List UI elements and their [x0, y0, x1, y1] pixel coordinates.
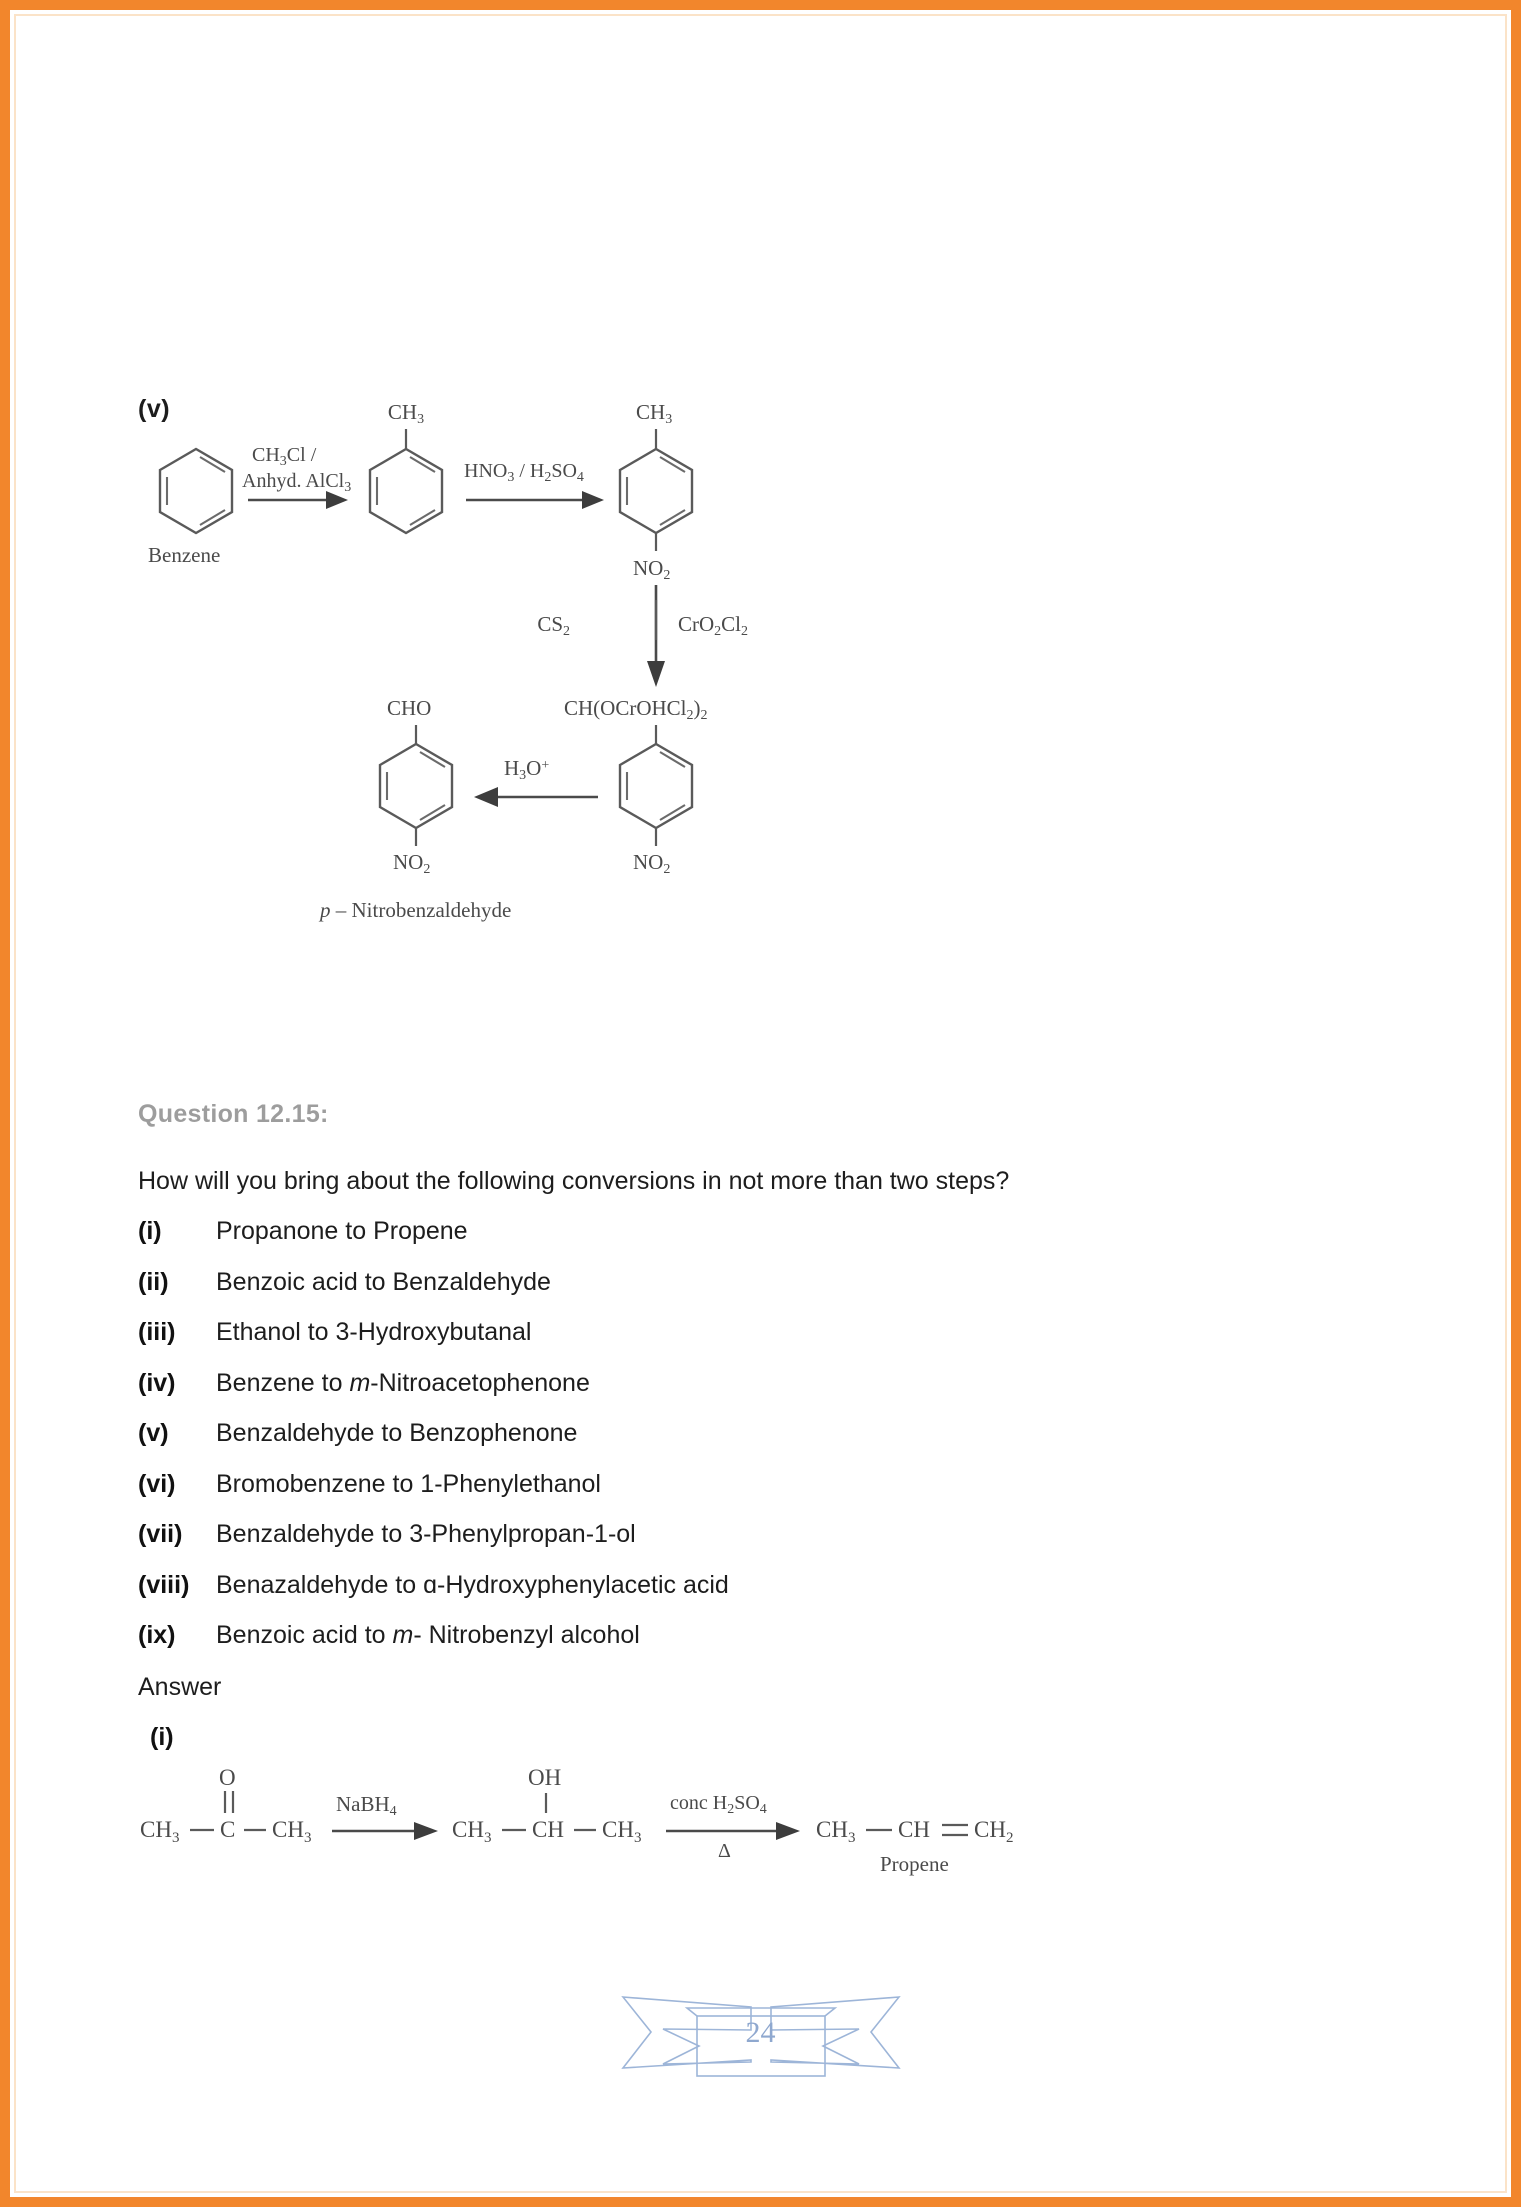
- list-item-text: Benazaldehyde to ɑ-Hydroxyphenylacetic a…: [216, 1570, 729, 1599]
- list-item-text: Benzaldehyde to Benzophenone: [216, 1419, 578, 1447]
- ribbon-shape: [620, 1996, 901, 2077]
- propanone-oxygen: O: [219, 1765, 236, 1790]
- list-item-number: (vii): [138, 1520, 183, 1548]
- toluene-ring: [368, 429, 444, 535]
- p-nitrobenzaldehyde-ring: [378, 725, 454, 846]
- benzene-label: Benzene: [148, 543, 220, 567]
- conversions-list: (i) Propanone to Propene (ii) Benzoic ac…: [138, 1217, 1138, 1672]
- step1-reagent-line2: Anhyd. AlCl3: [242, 470, 351, 495]
- intermediate-top-label: CH(OCrOHCl2)2: [564, 696, 708, 723]
- answer-heading: Answer: [138, 1673, 222, 1701]
- reagent-nabh4: NaBH4: [336, 1792, 397, 1819]
- answer-arrow-2: [666, 1822, 800, 1840]
- list-item-text: Bromobenzene to 1-Phenylethanol: [216, 1469, 601, 1498]
- list-item: (iii) Ethanol to 3-Hydroxybutanal: [138, 1318, 1138, 1369]
- list-item-number: (vi): [138, 1469, 176, 1498]
- reagent-conc-h2so4: conc H2SO4: [670, 1792, 767, 1817]
- ring5-nitro-label: NO2: [393, 850, 430, 877]
- list-item-number: (i): [138, 1217, 162, 1245]
- answer-sub-label: (i): [150, 1723, 174, 1751]
- list-item-text: Benzaldehyde to 3-Phenylpropan-1-ol: [216, 1520, 636, 1548]
- step3-reagent-left: CS2: [537, 612, 570, 639]
- list-item: (ix) Benzoic acid to m- Nitrobenzyl alco…: [138, 1621, 1138, 1672]
- list-item: (iv) Benzene to m-Nitroacetophenone: [138, 1369, 1138, 1420]
- list-item-text: Benzoic acid to m- Nitrobenzyl alcohol: [216, 1621, 640, 1649]
- propene-ch: CH: [898, 1817, 930, 1842]
- isopropanol-central-carbon: CH: [532, 1817, 564, 1842]
- arrow-step-4: [474, 787, 598, 807]
- final-product-caption: p – Nitrobenzaldehyde: [318, 898, 511, 922]
- page-content: (v) Benzene CH3: [10, 10, 1511, 2197]
- propene-ch2: CH2: [974, 1817, 1013, 1846]
- ring4-nitro-label: NO2: [633, 850, 670, 877]
- step1-reagent-line1: CH3Cl /: [252, 444, 317, 469]
- arrow-step-1: [248, 491, 348, 509]
- page-footer: 24: [10, 1972, 1511, 2092]
- question-heading: Question 12.15:: [138, 1100, 329, 1128]
- list-item: (vii) Benzaldehyde to 3-Phenylpropan-1-o…: [138, 1520, 1138, 1571]
- isopropanol-left-methyl: CH3: [452, 1817, 491, 1846]
- question-intro: How will you bring about the following c…: [138, 1167, 1010, 1195]
- benzene-ring-1: [158, 447, 234, 535]
- aldehyde-label: CHO: [387, 696, 431, 720]
- propene-label: Propene: [880, 1852, 949, 1876]
- list-item-text: Ethanol to 3-Hydroxybutanal: [216, 1318, 532, 1346]
- page-number: 24: [745, 2016, 776, 2049]
- p-nitrotoluene-ring: [618, 429, 694, 551]
- list-item-text: Propanone to Propene: [216, 1217, 468, 1245]
- propanone-left-methyl: CH3: [140, 1817, 179, 1846]
- list-item-number: (ix): [138, 1621, 176, 1649]
- isopropanol-right-methyl: CH3: [602, 1817, 641, 1846]
- list-item: (vi) Bromobenzene to 1-Phenylethanol: [138, 1470, 1138, 1521]
- answer-arrow-1: [332, 1822, 438, 1840]
- step2-reagent: HNO3 / H2SO4: [464, 460, 584, 485]
- list-item-number: (v): [138, 1419, 169, 1447]
- isopropanol-hydroxyl: OH: [528, 1765, 561, 1790]
- list-item: (v) Benzaldehyde to Benzophenone: [138, 1419, 1138, 1470]
- list-item: (viii) Benazaldehyde to ɑ-Hydroxyphenyla…: [138, 1571, 1138, 1622]
- step4-reagent: H3O+: [504, 756, 549, 783]
- propanone-right-methyl: CH3: [272, 1817, 311, 1846]
- list-item-number: (ii): [138, 1267, 169, 1296]
- propene-methyl: CH3: [816, 1817, 855, 1846]
- scheme-v-label: (v): [138, 395, 171, 423]
- answer-reaction-scheme: CH3 C CH3 O NaBH4 CH3 CH: [140, 1745, 1100, 1905]
- propanone-carbonyl-carbon: C: [220, 1817, 235, 1842]
- step3-reagent-right: CrO2Cl2: [678, 612, 748, 639]
- reaction-scheme-v: Benzene CH3Cl / Anhyd. AlCl3 CH3: [130, 400, 930, 1065]
- reagent-heat-symbol: Δ: [718, 1840, 731, 1862]
- list-item-number: (viii): [138, 1570, 190, 1599]
- list-item-number: (iv): [138, 1368, 176, 1397]
- list-item-number: (iii): [138, 1318, 176, 1346]
- list-item-text: Benzene to m-Nitroacetophenone: [216, 1368, 590, 1397]
- toluene-methyl-label: CH3: [388, 400, 424, 427]
- list-item-text: Benzoic acid to Benzaldehyde: [216, 1267, 551, 1296]
- chromium-intermediate-ring: [618, 725, 694, 846]
- list-item: (ii) Benzoic acid to Benzaldehyde: [138, 1268, 1138, 1319]
- ring3-nitro-label: NO2: [633, 556, 670, 583]
- list-item: (i) Propanone to Propene: [138, 1217, 1138, 1268]
- arrow-step-2: [466, 491, 604, 509]
- ring3-methyl-label: CH3: [636, 400, 672, 427]
- page-number-ribbon: 24: [601, 1972, 921, 2092]
